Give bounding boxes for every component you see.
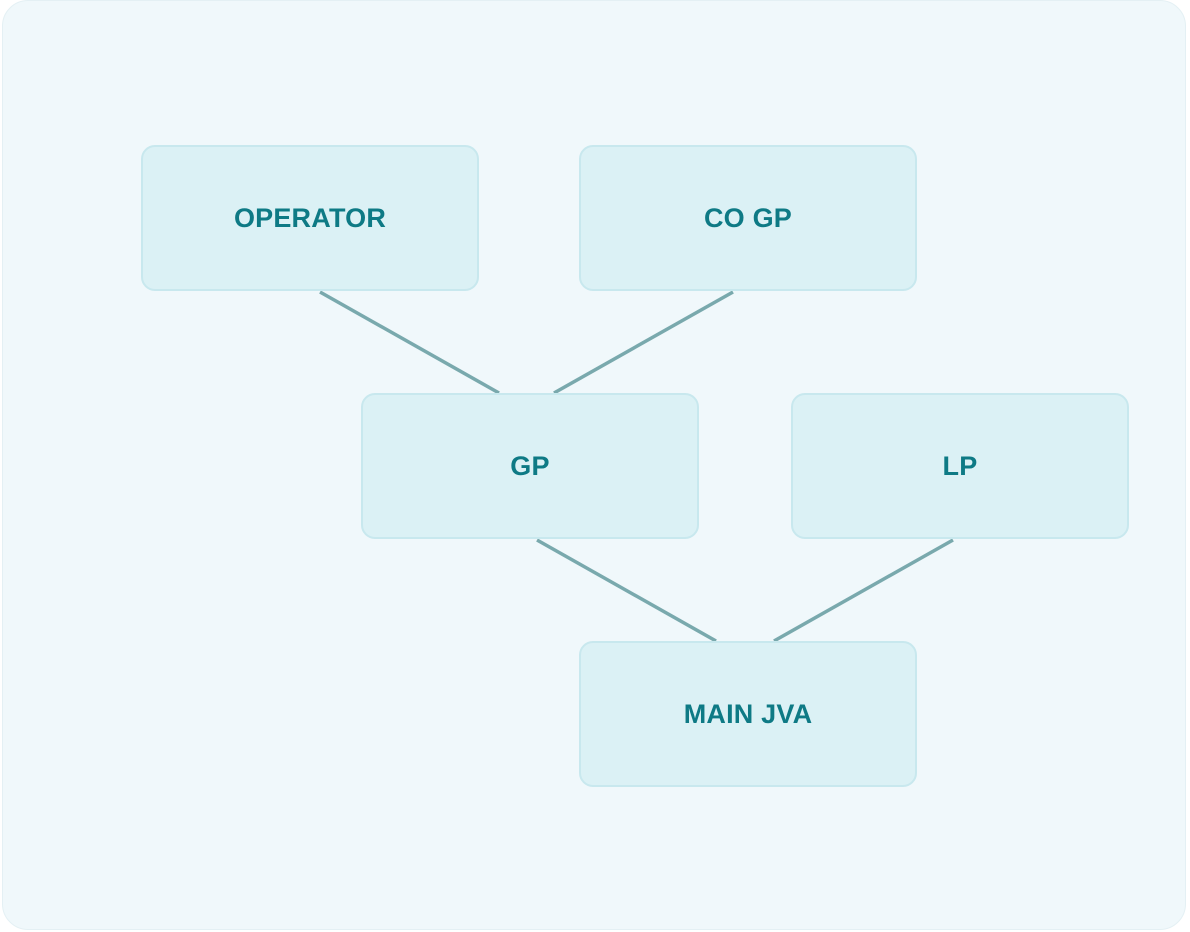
node-label: OPERATOR [233, 202, 387, 233]
node-gp[interactable]: GP [361, 393, 699, 539]
node-co-gp[interactable]: CO GP [579, 145, 917, 291]
node-lp[interactable]: LP [791, 393, 1129, 539]
node-label: CO GP [703, 202, 792, 233]
node-label: MAIN JVA [683, 698, 813, 729]
node-main-jva[interactable]: MAIN JVA [579, 641, 917, 787]
node-operator[interactable]: OPERATOR [141, 145, 479, 291]
node-label: LP [942, 450, 978, 481]
node-label: GP [510, 450, 550, 481]
